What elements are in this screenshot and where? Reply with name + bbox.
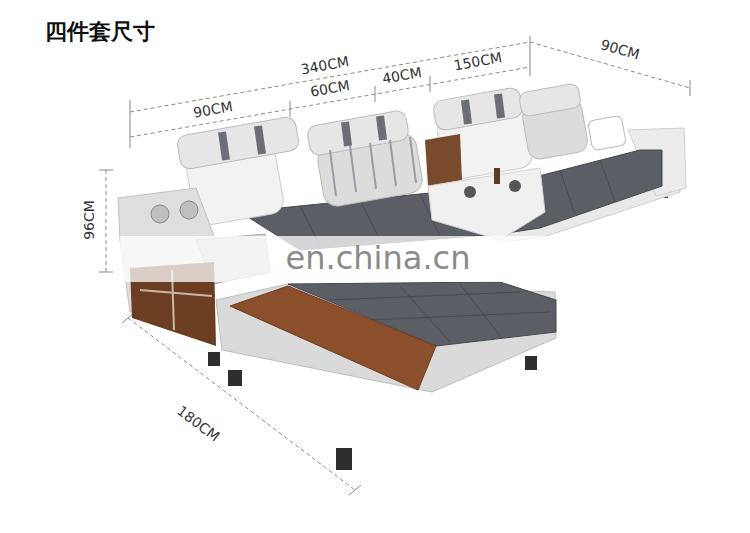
- title: 四件套尺寸: [45, 20, 155, 44]
- dimension-label: 180CM: [172, 402, 223, 446]
- watermark: en.china.cn: [286, 241, 471, 276]
- dimension-label: 60CM: [307, 78, 353, 101]
- dimension-label: 96CM: [82, 198, 97, 242]
- back-cushions: [176, 83, 626, 227]
- watermark-band: [120, 236, 636, 282]
- dimension-label: 90CM: [190, 99, 236, 122]
- dimension-label: 150CM: [451, 50, 505, 74]
- dimension-lines: [106, 42, 690, 490]
- dimension-label: 40CM: [379, 65, 425, 88]
- dimension-label: 90CM: [597, 37, 643, 64]
- dimension-ticks: [99, 36, 690, 495]
